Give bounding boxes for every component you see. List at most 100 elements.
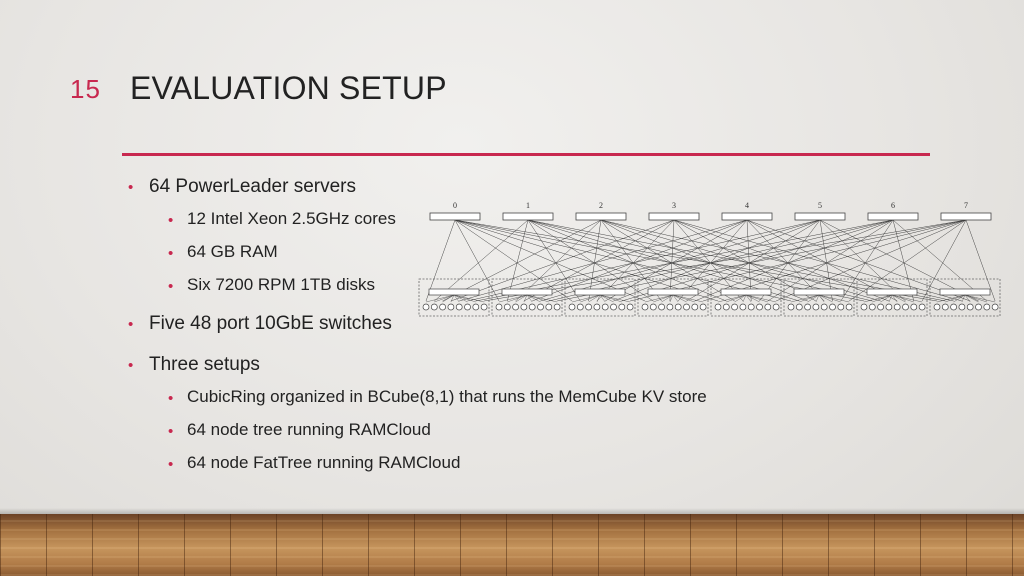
group-link-line: [669, 294, 674, 303]
bcube0-group-box: [637, 278, 709, 317]
group-link-line: [450, 294, 455, 303]
bullet-setups: Three setups: [128, 354, 848, 376]
link-line: [588, 219, 602, 302]
group-link-line: [891, 294, 923, 303]
group-link-line: [945, 294, 966, 303]
level1-switch: [502, 212, 554, 221]
server-node: [772, 303, 780, 311]
group-link-line: [717, 294, 747, 303]
server-node: [933, 303, 941, 311]
switch-label: 7: [964, 201, 968, 210]
level0-switch: [428, 288, 480, 296]
server-node: [910, 303, 918, 311]
server-node: [464, 303, 471, 311]
server-node: [618, 303, 626, 311]
link-line: [600, 219, 954, 302]
switch-label: 1: [526, 201, 530, 210]
link-line: [600, 219, 881, 302]
group-link-line: [526, 294, 541, 303]
level1-switch: [867, 212, 919, 221]
group-link-line: [434, 294, 455, 303]
group-link-line: [596, 294, 601, 303]
server-node: [877, 303, 884, 311]
group-link-line: [507, 294, 528, 303]
group-link-line: [790, 294, 820, 303]
server-node: [885, 303, 893, 311]
group-link-line: [964, 294, 987, 303]
group-link-line: [526, 294, 533, 303]
server-node: [918, 303, 926, 311]
switch-label: 6: [891, 201, 895, 210]
link-line: [454, 219, 719, 302]
server-node: [683, 303, 690, 311]
link-line: [673, 219, 962, 302]
link-line: [673, 219, 889, 302]
group-link-line: [964, 294, 971, 303]
link-line: [819, 219, 906, 302]
server-node: [503, 303, 511, 311]
server-node: [512, 303, 519, 311]
link-line: [630, 219, 967, 302]
link-line: [454, 219, 792, 302]
server-node: [837, 303, 845, 311]
bcube0-group-box: [856, 278, 928, 317]
server-node: [722, 303, 730, 311]
sub-bullet-tree: 64 node tree running RAMCloud: [168, 419, 848, 452]
group-link-line: [891, 294, 898, 303]
group-link-line: [799, 294, 820, 303]
group-link-line: [672, 294, 679, 303]
link-line: [965, 219, 996, 302]
server-node: [747, 303, 755, 311]
server-node: [568, 303, 576, 311]
group-link-line: [442, 294, 455, 303]
group-link-line: [453, 294, 468, 303]
server-node: [593, 303, 601, 311]
server-node: [553, 303, 561, 311]
group-link-line: [515, 294, 528, 303]
group-link-line: [599, 294, 622, 303]
group-link-line: [745, 294, 752, 303]
group-link-line: [588, 294, 601, 303]
group-link-line: [891, 294, 914, 303]
group-link-line: [880, 294, 893, 303]
group-link-line: [661, 294, 674, 303]
group-link-line: [672, 294, 704, 303]
server-node: [610, 303, 617, 311]
server-node: [699, 303, 707, 311]
server-node: [649, 303, 657, 311]
server-node: [422, 303, 430, 311]
link-line: [454, 219, 646, 302]
server-node: [845, 303, 853, 311]
link-line: [840, 219, 894, 302]
level0-switch: [501, 288, 553, 296]
server-node: [576, 303, 584, 311]
group-link-line: [672, 294, 695, 303]
group-link-line: [644, 294, 674, 303]
link-line: [532, 219, 748, 302]
server-node: [958, 303, 966, 311]
link-line: [454, 219, 938, 302]
link-line: [527, 219, 654, 302]
group-link-line: [453, 294, 476, 303]
link-line: [767, 219, 894, 302]
server-node: [941, 303, 949, 311]
group-link-line: [818, 294, 850, 303]
server-node: [893, 303, 901, 311]
server-node: [860, 303, 868, 311]
link-line: [678, 219, 748, 302]
bcube0-group-box: [710, 278, 782, 317]
link-line: [703, 219, 967, 302]
server-node: [666, 303, 674, 311]
link-line: [527, 219, 581, 302]
link-line: [450, 219, 675, 302]
sub-bullet-fattree: 64 node FatTree running RAMCloud: [168, 452, 848, 485]
link-line: [540, 219, 821, 302]
link-line: [527, 219, 727, 302]
link-line: [819, 219, 979, 302]
level1-switch: [940, 212, 992, 221]
group-link-line: [571, 294, 601, 303]
link-line: [673, 219, 817, 302]
title-divider: [122, 153, 930, 156]
server-node: [691, 303, 699, 311]
